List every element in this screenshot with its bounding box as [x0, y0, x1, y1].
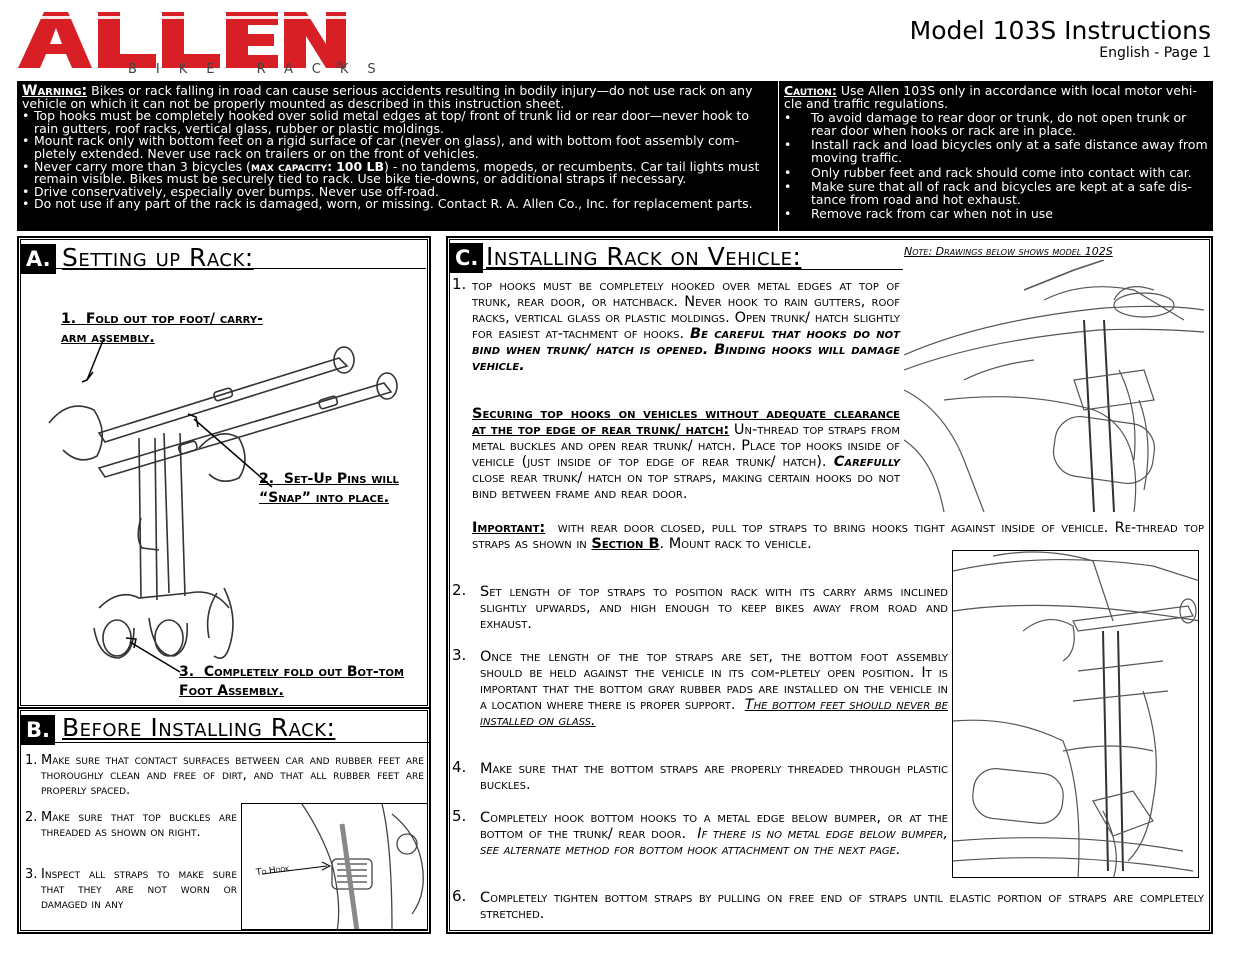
step-c3-body: Once the length of the top straps are se… — [480, 649, 948, 713]
registered-mark: ® — [334, 60, 344, 71]
caution-item: To avoid damage to rear door or trunk, d… — [784, 111, 1208, 137]
warning-head: Warning: — [22, 83, 88, 99]
step-a2-label: 2. Set-Up Pins will “Snap” into place. — [259, 470, 429, 508]
buckle-image: To Hook — [241, 803, 428, 930]
warning-item: Never carry more than 3 bicycles (max ca… — [22, 158, 773, 187]
section-c-letter: C. — [450, 243, 484, 273]
warning-box: Warning: Bikes or rack falling in road c… — [17, 81, 778, 231]
caution-box: Caution: Use Allen 103S only in accordan… — [779, 81, 1213, 231]
step-c5-text: Completely hook bottom hooks to a metal … — [480, 810, 948, 858]
warning-item-text: Never carry more than 3 bicycles ( — [34, 158, 251, 174]
warning-intro-text: Bikes or rack falling in road can cause … — [22, 83, 753, 111]
step-b2-text: Make sure that top buckles are threaded … — [41, 810, 237, 840]
car-trunk-image — [904, 260, 1204, 512]
step-b2-num: 2. — [25, 810, 38, 825]
section-a: A. Setting up Rack: 1. Fold out top foot… — [17, 236, 431, 709]
step-c1-warning: Be careful that hooks do not bind when t… — [472, 326, 901, 374]
warning-item: Mount rack only with bottom feet on a ri… — [22, 135, 773, 160]
logo-subtitle: BIKE RACKS — [128, 62, 395, 77]
page-subtitle: English - Page 1 — [1099, 45, 1211, 61]
step-a2-num: 2. — [259, 471, 275, 487]
step-c5-num: 5. — [452, 807, 467, 825]
warning-intro: Warning: Bikes or rack falling in road c… — [22, 83, 773, 111]
rack-drawing — [48, 346, 398, 659]
page-title: Model 103S Instructions — [909, 16, 1211, 45]
securing-head: Securing top hooks on vehicles without a… — [472, 406, 900, 438]
important-head: Important: — [472, 520, 546, 536]
note-text: Note: Drawings below shows model 102S — [904, 245, 1113, 258]
step-a1-num: 1. — [61, 311, 77, 327]
warning-item: Drive conservatively, especially over bu… — [22, 185, 773, 199]
caution-item: Make sure that all of rack and bicycles … — [784, 180, 1208, 206]
caution-intro-text: Use Allen 103S only in accordance with l… — [784, 83, 1197, 111]
step-a3-num: 3. — [179, 664, 195, 680]
step-b1-text: Make sure that contact surfaces between … — [41, 753, 424, 798]
step-b1-num: 1. — [25, 753, 38, 768]
section-a-title: Setting up Rack: — [62, 243, 254, 272]
max-capacity-value: 100 LB — [336, 158, 384, 174]
arrow-icon — [125, 637, 181, 673]
step-b3-num: 3. — [25, 867, 38, 882]
securing-text: Securing top hooks on vehicles without a… — [472, 406, 900, 502]
allen-logo — [16, 12, 346, 68]
step-c1-body: top hooks must be completely hooked over… — [472, 278, 900, 342]
securing-emphasis: Carefully — [833, 454, 900, 470]
step-c6-text: Completely tighten bottom straps by pull… — [480, 890, 1204, 922]
step-c2-text: Set length of top straps to position rac… — [480, 584, 948, 632]
securing-body-2: close rear trunk/ hatch on top straps, m… — [472, 470, 900, 502]
section-c: C. Installing Rack on Vehicle: Note: Dra… — [446, 236, 1213, 934]
step-b3-text: Inspect all straps to make sure that the… — [41, 867, 237, 912]
step-c6-num: 6. — [452, 887, 467, 905]
caution-head: Caution: — [784, 83, 837, 98]
arrow-icon — [187, 413, 273, 488]
car-mounted-rack-image — [952, 550, 1199, 878]
important-text: Important: with rear door closed, pull t… — [472, 520, 1204, 552]
step-c1-num: 1. — [452, 275, 467, 293]
warning-item: Top hooks must be completely hooked over… — [22, 109, 773, 135]
section-b-letter: B. — [21, 715, 55, 745]
important-body: with rear door closed, pull top straps t… — [472, 520, 1204, 552]
step-a3-label: 3. Completely fold out Bot-tom Foot Asse… — [179, 663, 419, 701]
step-c1-text: top hooks must be completely hooked over… — [472, 278, 900, 374]
step-c3-num: 3. — [452, 646, 467, 664]
step-c5-body: Completely hook bottom hooks to a metal … — [480, 810, 948, 842]
section-b-title: Before Installing Rack: — [62, 713, 336, 742]
important-body-2: . Mount rack to vehicle. — [659, 536, 812, 552]
step-a1-label: 1. Fold out top foot/ carry- arm assembl… — [61, 310, 291, 348]
section-b: B. Before Installing Rack: 1. Make sure … — [17, 707, 431, 934]
caution-item: Remove rack from car when not in use — [784, 208, 1208, 221]
caution-intro: Caution: Use Allen 103S only in accordan… — [784, 83, 1208, 111]
step-a2-text: Set-Up Pins will “Snap” into place. — [259, 471, 399, 506]
step-a3-text: Completely fold out Bot-tom Foot Assembl… — [179, 664, 404, 699]
caution-item: Only rubber feet and rack should come in… — [784, 166, 1208, 180]
step-c3-text: Once the length of the top straps are se… — [480, 649, 948, 729]
step-c4-text: Make sure that the bottom straps are pro… — [480, 761, 948, 793]
step-c2-num: 2. — [452, 581, 467, 599]
section-b-ref: Section B — [591, 536, 660, 552]
securing-body: Un-thread top straps from metal buckles … — [472, 422, 901, 470]
step-c5-note: If there is no metal edge below bumper, … — [480, 826, 948, 858]
max-capacity-label: max capacity: — [250, 158, 333, 174]
step-c4-num: 4. — [452, 758, 467, 776]
warning-item-text: ) - no tandems, mopeds, or recumbents. C… — [34, 158, 760, 187]
section-a-letter: A. — [21, 244, 56, 274]
arrow-icon — [81, 337, 105, 383]
step-c3-warning: The bottom feet should never be installe… — [480, 697, 949, 729]
step-a1-text: Fold out top foot/ carry- arm assembly. — [61, 311, 263, 346]
section-c-title: Installing Rack on Vehicle: — [486, 242, 802, 271]
caution-item: Install rack and load bicycles only at a… — [784, 139, 1208, 164]
warning-item: Do not use if any part of the rack is da… — [22, 198, 773, 211]
